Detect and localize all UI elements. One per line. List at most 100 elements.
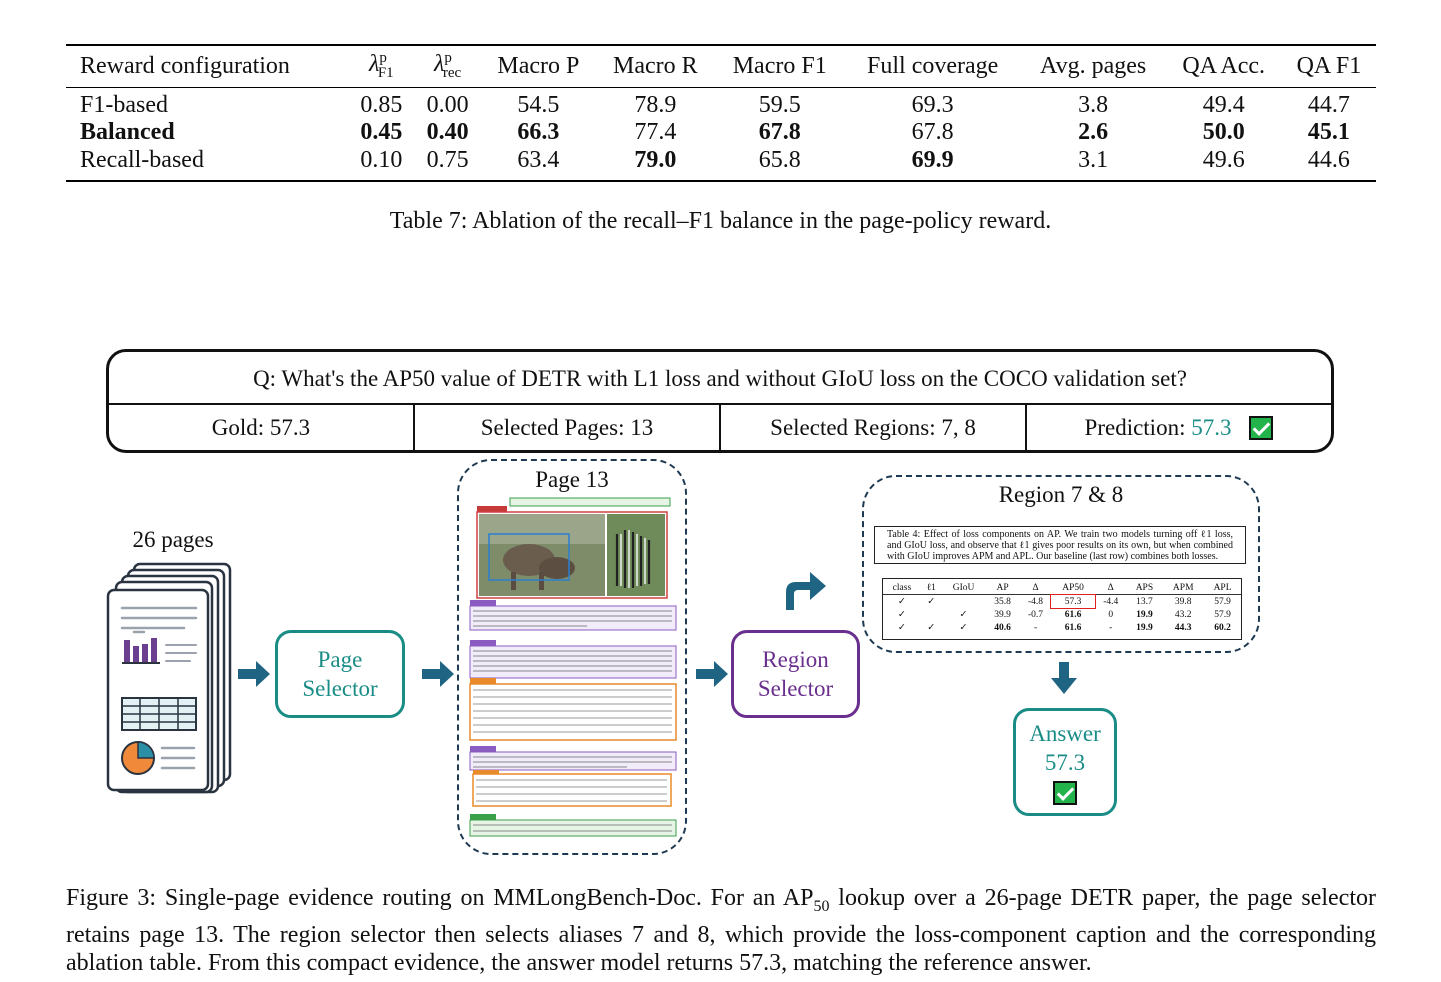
region-table-cell: ✓ [927, 597, 936, 607]
table-cell: 49.6 [1202, 146, 1245, 173]
question-box: Q: What's the AP50 value of DETR with L1… [106, 349, 1334, 453]
correct-check-icon [1249, 415, 1274, 440]
table-cell: 0.00 [426, 91, 469, 118]
figure-3-caption: Figure 3: Single-page evidence routing o… [66, 885, 1376, 976]
document-stack-icon [106, 562, 232, 794]
header-reward-configuration: Reward configuration [80, 52, 290, 79]
region-table-cell: 44.3 [1174, 622, 1192, 633]
arrow-right-icon [238, 661, 270, 687]
region-selector-line1: Region [762, 647, 829, 672]
region-table-cell: 60.2 [1214, 622, 1231, 633]
table-cell: 3.1 [1078, 146, 1109, 173]
header-macro-p: Macro P [497, 52, 580, 79]
region-table-cell: - [1033, 622, 1038, 633]
region-table-cell: 39.9 [994, 609, 1011, 620]
region-table-cell: 40.6 [994, 622, 1011, 633]
question-text: Q: What's the AP50 value of DETR with L1… [253, 366, 1187, 391]
region-table-cell: 13.7 [1136, 596, 1153, 607]
region-table-row: ✓ ✓ 39.9 -0.7 61.6 0 19.9 43.2 57.9 [883, 608, 1241, 621]
region-table-cell: 19.9 [1136, 609, 1153, 620]
table-cell: 69.3 [911, 91, 954, 118]
region-table-cell: ✓ [959, 610, 968, 620]
header-lambda-rec: λprec [433, 50, 462, 82]
table-cell: 3.8 [1078, 91, 1109, 118]
table-cell: 0.45 [360, 119, 403, 145]
page-selector-line2: Selector [302, 676, 378, 701]
region-caption: Table 4: Effect of loss components on AP… [874, 526, 1246, 564]
selected-pages-cell: Selected Pages: 13 [415, 405, 721, 450]
region-table-cell: AP [996, 583, 1009, 593]
table-cell: 79.0 [634, 146, 677, 173]
prediction-label: Prediction: [1084, 414, 1192, 440]
region-table-cell: ✓ [897, 597, 906, 607]
region-table-cell: Δ [1107, 583, 1114, 593]
highlighted-ap50-cell: 57.3 [1050, 593, 1096, 609]
region-7-8-title: Region 7 & 8 [998, 482, 1124, 507]
table-cell: F1-based [80, 91, 168, 118]
header-qa-acc: QA Acc. [1182, 52, 1266, 79]
table-cell: 66.3 [517, 119, 560, 145]
region-table-cell: Δ [1032, 583, 1039, 593]
table-cell: 0.10 [360, 146, 403, 173]
region-table-cell: ✓ [897, 623, 906, 633]
region-table-cell: 0 [1108, 609, 1114, 620]
header-qa-f1: QA F1 [1296, 52, 1362, 79]
table-cell: 67.8 [911, 119, 954, 145]
table-cell: 44.6 [1307, 146, 1350, 173]
region-table-cell: APM [1172, 583, 1194, 593]
header-macro-f1: Macro F1 [732, 52, 827, 79]
table-row-balanced: Balanced 0.45 0.40 66.3 77.4 67.8 67.8 2… [66, 119, 1376, 147]
prediction-value: 57.3 [1191, 414, 1232, 440]
table-cell: 0.40 [426, 119, 469, 145]
selected-regions-cell: Selected Regions: 7, 8 [721, 405, 1027, 450]
region-table-cell: - [1109, 622, 1113, 633]
region-table-cell: -4.4 [1103, 596, 1119, 607]
region-table-header: class ℓ1 GIoU AP Δ AP50 Δ APS APM APL [883, 582, 1241, 595]
region-table-cell: 61.6 [1064, 622, 1082, 633]
region-table-cell: 57.9 [1214, 596, 1231, 607]
table-cell: 59.5 [758, 91, 801, 118]
region-table-cell: APL [1213, 583, 1232, 593]
region-table-cell: ℓ1 [926, 583, 936, 593]
region-table-cell: -0.7 [1028, 609, 1044, 620]
table-cell: 69.9 [911, 146, 954, 173]
selected-pages-label: Selected Pages: 13 [480, 414, 654, 440]
region-table-cell: 61.6 [1064, 609, 1082, 620]
region-table-cell: 43.2 [1174, 609, 1192, 620]
header-avg-pages: Avg. pages [1040, 52, 1147, 79]
arrow-right-icon [696, 661, 728, 687]
region-table-cell: ✓ [927, 623, 936, 633]
region-table-cell: class [892, 583, 912, 593]
page-13-thumbnail [467, 494, 679, 840]
table-cell: 45.1 [1307, 119, 1350, 145]
gold-cell: Gold: 57.3 [109, 405, 415, 450]
region-table-cell: APS [1135, 583, 1154, 593]
region-table-cell: AP50 [1062, 583, 1084, 593]
selected-regions-label: Selected Regions: 7, 8 [770, 414, 976, 440]
header-lambda-f1: λpF1 [368, 50, 394, 82]
table-cell: Recall-based [80, 146, 204, 173]
prediction-cell: Prediction: 57.3 [1027, 405, 1331, 450]
arrow-down-icon [1051, 662, 1077, 694]
table-cell: 44.7 [1307, 91, 1350, 118]
correct-check-icon [1053, 781, 1077, 805]
table-cell: 65.8 [758, 146, 801, 173]
table-row-recall-based: Recall-based 0.10 0.75 63.4 79.0 65.8 69… [66, 147, 1376, 181]
answer-summary-row: Gold: 57.3 Selected Pages: 13 Selected R… [109, 403, 1331, 450]
table-cell: 0.75 [426, 146, 469, 173]
region-table-cell: ✓ [959, 623, 968, 633]
table-cell: 0.85 [360, 91, 403, 118]
region-table-cell: GIoU [952, 583, 975, 593]
region-table-box: class ℓ1 GIoU AP Δ AP50 Δ APS APM APL ✓ … [882, 578, 1242, 640]
page-13-title: Page 13 [535, 467, 609, 492]
region-7-8-panel [862, 475, 1260, 653]
region-table-cell [921, 608, 942, 621]
arrow-right-icon [422, 661, 454, 687]
region-table-cell: ✓ [897, 610, 906, 620]
table-cell: 77.4 [634, 119, 677, 145]
table-header-row: Reward configuration λpF1 λprec Macro P … [66, 45, 1376, 87]
region-table-row: ✓ ✓ ✓ 40.6 - 61.6 - 19.9 44.3 60.2 [883, 621, 1241, 634]
page-selector-line1: Page [317, 647, 363, 672]
